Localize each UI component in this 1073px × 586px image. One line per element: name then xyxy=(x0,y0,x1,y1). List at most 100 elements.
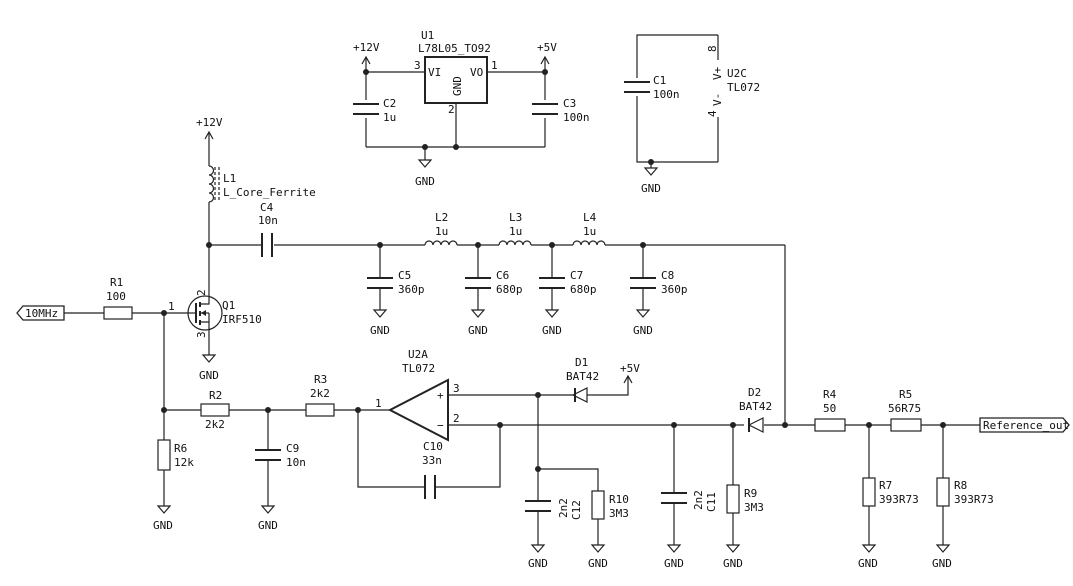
junction xyxy=(671,422,677,428)
svg-text:GND: GND xyxy=(415,175,435,188)
svg-text:D1: D1 xyxy=(575,356,588,369)
svg-text:R9: R9 xyxy=(744,487,757,500)
junction xyxy=(866,422,872,428)
svg-text:3: 3 xyxy=(453,382,460,395)
power-12v-regulator: +12V xyxy=(353,41,380,65)
junction xyxy=(161,310,167,316)
svg-text:−: − xyxy=(437,419,444,432)
svg-text:GND: GND xyxy=(528,557,548,570)
svg-text:V-: V- xyxy=(711,93,724,106)
inductor-l3: L3 1u xyxy=(498,211,532,246)
resistor-r7: R7 393R73 xyxy=(862,477,919,507)
svg-text:10n: 10n xyxy=(258,214,278,227)
svg-text:Reference_out: Reference_out xyxy=(983,419,1069,432)
net-label-output: Reference_out xyxy=(979,417,1070,433)
svg-text:33n: 33n xyxy=(422,454,442,467)
svg-text:1: 1 xyxy=(375,397,382,410)
svg-text:C3: C3 xyxy=(563,97,576,110)
ground-symbol-c9: GND xyxy=(258,505,278,532)
junctions xyxy=(161,69,946,472)
mosfet-q1: Q1 IRF510 1 2 3 xyxy=(168,289,262,338)
svg-text:GND: GND xyxy=(451,76,464,96)
svg-text:Q1: Q1 xyxy=(222,299,235,312)
capacitor-c7: C7 680p xyxy=(539,269,597,296)
svg-text:C2: C2 xyxy=(383,97,396,110)
svg-text:10MHz: 10MHz xyxy=(25,307,58,320)
svg-text:R3: R3 xyxy=(314,373,327,386)
junction xyxy=(161,407,167,413)
svg-text:GND: GND xyxy=(153,519,173,532)
junction xyxy=(730,422,736,428)
svg-text:3M3: 3M3 xyxy=(744,501,764,514)
svg-text:GND: GND xyxy=(723,557,743,570)
svg-text:GND: GND xyxy=(468,324,488,337)
resistor-r5: R5 56R75 xyxy=(888,388,922,432)
junction xyxy=(206,242,212,248)
svg-text:393R73: 393R73 xyxy=(879,493,919,506)
svg-text:C4: C4 xyxy=(260,201,274,214)
capacitor-c8: C8 360p xyxy=(630,269,688,296)
svg-text:GND: GND xyxy=(633,324,653,337)
power-5v-regulator: +5V xyxy=(537,41,557,65)
svg-text:R6: R6 xyxy=(174,442,187,455)
svg-text:D2: D2 xyxy=(748,386,761,399)
svg-text:U2A: U2A xyxy=(408,348,428,361)
svg-text:R2: R2 xyxy=(209,389,222,402)
capacitor-c9: C9 10n xyxy=(255,442,306,469)
svg-text:GND: GND xyxy=(641,182,661,195)
junction xyxy=(475,242,481,248)
svg-text:GND: GND xyxy=(542,324,562,337)
svg-text:1: 1 xyxy=(491,59,498,72)
junction xyxy=(782,422,788,428)
svg-text:L_Core_Ferrite: L_Core_Ferrite xyxy=(223,186,316,199)
svg-text:+12V: +12V xyxy=(196,116,223,129)
ground-symbol-r6: GND xyxy=(153,505,173,532)
ground-symbol-r9: GND xyxy=(723,544,743,570)
svg-text:GND: GND xyxy=(199,369,219,382)
svg-text:R5: R5 xyxy=(899,388,912,401)
svg-text:1u: 1u xyxy=(435,225,448,238)
svg-text:2n2: 2n2 xyxy=(692,490,705,510)
svg-text:4: 4 xyxy=(706,110,719,117)
junction xyxy=(535,466,541,472)
svg-text:C12: C12 xyxy=(570,500,583,520)
ground-symbol-c7: GND xyxy=(542,309,562,337)
ground-symbol-c12: GND xyxy=(528,544,548,570)
svg-text:R10: R10 xyxy=(609,493,629,506)
svg-text:U2C: U2C xyxy=(727,67,747,80)
svg-text:GND: GND xyxy=(858,557,878,570)
svg-text:L1: L1 xyxy=(223,172,236,185)
wires xyxy=(64,34,980,545)
junction xyxy=(535,392,541,398)
junction xyxy=(542,69,548,75)
svg-text:VI: VI xyxy=(428,66,441,79)
inductor-l2: L2 1u xyxy=(424,211,458,246)
svg-text:GND: GND xyxy=(932,557,952,570)
svg-text:TL072: TL072 xyxy=(402,362,435,375)
svg-text:2: 2 xyxy=(453,412,460,425)
svg-text:GND: GND xyxy=(370,324,390,337)
ground-symbol-q1: GND xyxy=(199,354,219,382)
svg-text:+5V: +5V xyxy=(537,41,557,54)
power-5v-diode: +5V xyxy=(620,362,640,384)
junction xyxy=(422,144,428,150)
junction xyxy=(640,242,646,248)
capacitor-c5: C5 360p xyxy=(367,269,425,296)
svg-text:50: 50 xyxy=(823,402,836,415)
svg-text:C7: C7 xyxy=(570,269,583,282)
svg-text:R8: R8 xyxy=(954,479,967,492)
svg-text:C10: C10 xyxy=(423,440,443,453)
svg-text:10n: 10n xyxy=(286,456,306,469)
svg-text:360p: 360p xyxy=(661,283,688,296)
regulator-u1: U1 L78L05_TO92 VI VO GND 3 1 2 xyxy=(414,29,498,116)
svg-text:+: + xyxy=(437,389,444,402)
svg-text:BAT42: BAT42 xyxy=(566,370,599,383)
opamp-u2a: U2A TL072 + − 1 3 2 xyxy=(375,348,460,442)
svg-text:R1: R1 xyxy=(110,276,123,289)
svg-text:360p: 360p xyxy=(398,283,425,296)
junction xyxy=(497,422,503,428)
ground-symbol-regulator: GND xyxy=(415,159,435,188)
svg-text:1u: 1u xyxy=(383,111,396,124)
capacitor-c12: 2n2 C12 xyxy=(525,498,583,520)
